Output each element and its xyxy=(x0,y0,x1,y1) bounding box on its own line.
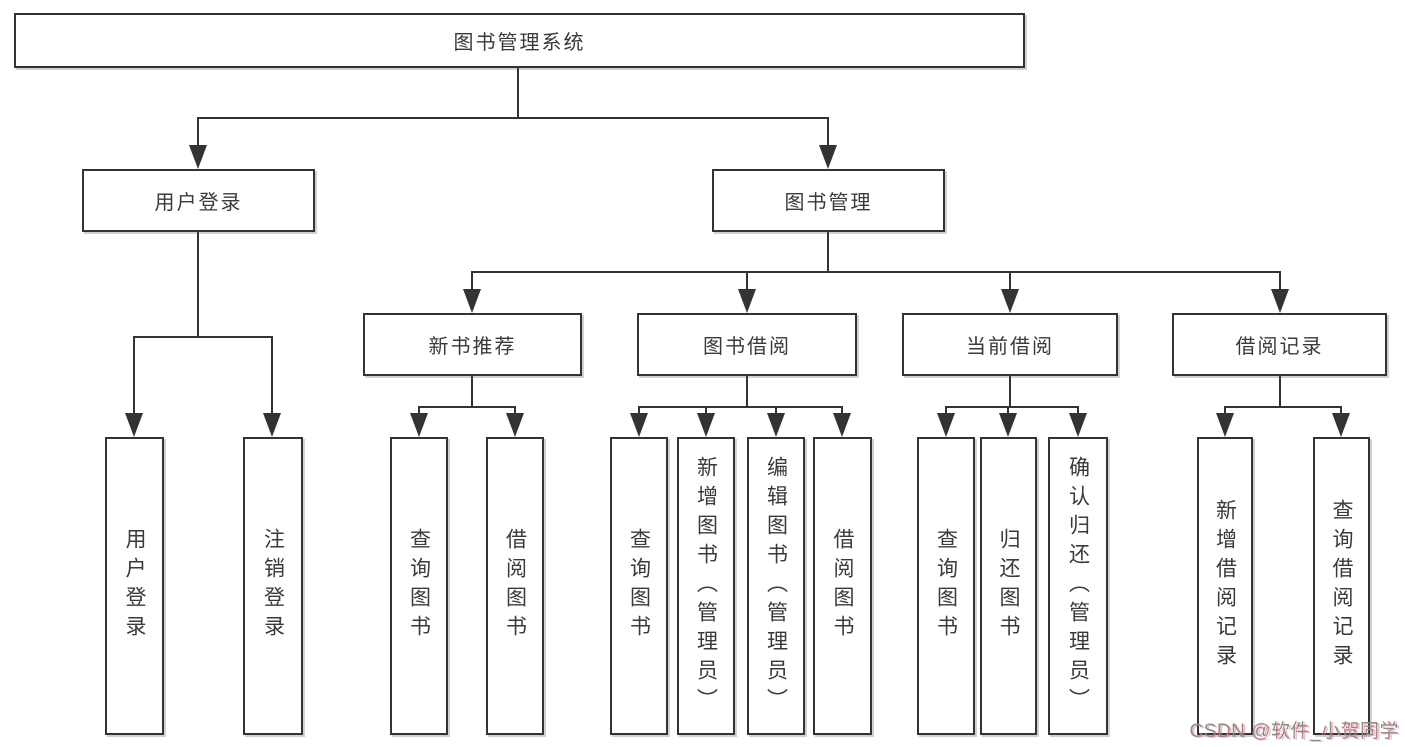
arrowhead-icon xyxy=(506,413,524,437)
leaf-confirm-return-admin: 确认归还（管理员） xyxy=(1048,437,1108,735)
node-label: 新书推荐 xyxy=(428,336,517,358)
node-user-login: 用户登录 xyxy=(82,169,315,232)
node-label: 借阅图书 xyxy=(831,528,854,644)
leaf-logout: 注销登录 xyxy=(243,437,303,735)
node-label: 当前借阅 xyxy=(966,336,1054,358)
arrowhead-icon xyxy=(738,289,756,313)
connector-drop-leaf xyxy=(1340,406,1342,416)
arrowhead-icon xyxy=(937,413,955,437)
connector-modules-bus xyxy=(471,271,1281,273)
connector-current-borrow-bus xyxy=(945,406,1079,408)
node-label: 图书借阅 xyxy=(703,336,791,358)
node-label: 借阅记录 xyxy=(1235,336,1324,358)
node-new-book-recommend: 新书推荐 xyxy=(363,313,582,376)
connector-drop-borrow-records xyxy=(1279,271,1281,291)
connector-drop-leaf xyxy=(841,406,843,416)
connector-user-login-bus xyxy=(133,336,273,338)
arrowhead-icon xyxy=(1332,413,1350,437)
connector-book-borrow-bus xyxy=(638,406,843,408)
node-label: 归还图书 xyxy=(997,528,1020,644)
arrowhead-icon xyxy=(1216,413,1234,437)
connector-drop-leaf xyxy=(1077,406,1079,416)
node-label: 借阅图书 xyxy=(503,528,527,644)
connector-drop-leaf xyxy=(638,406,640,416)
connector-drop-current-borrow xyxy=(1009,271,1011,291)
node-label: 图书管理系统 xyxy=(453,32,586,54)
connector-drop-leaf xyxy=(775,406,777,416)
node-label: 查询图书 xyxy=(407,528,431,644)
node-label: 编辑图书（管理员） xyxy=(764,455,788,717)
connector-drop-leaf-user-login xyxy=(133,336,135,415)
arrowhead-icon xyxy=(697,413,715,437)
node-book-borrow: 图书借阅 xyxy=(637,313,857,376)
leaf-query-books-recommend: 查询图书 xyxy=(390,437,448,735)
arrowhead-icon xyxy=(819,145,837,169)
connector-drop-book-borrow xyxy=(746,271,748,291)
node-label: 新增图书（管理员） xyxy=(694,455,718,717)
connector-root-stem xyxy=(517,68,519,117)
node-label: 查询借阅记录 xyxy=(1330,499,1353,673)
node-label: 查询图书 xyxy=(934,528,958,644)
node-book-management: 图书管理 xyxy=(712,169,945,232)
leaf-query-borrow-record: 查询借阅记录 xyxy=(1313,437,1370,735)
arrowhead-icon xyxy=(1001,289,1019,313)
node-label: 注销登录 xyxy=(261,528,285,644)
leaf-borrow-books-recommend: 借阅图书 xyxy=(486,437,544,735)
leaf-add-borrow-record: 新增借阅记录 xyxy=(1197,437,1253,735)
connector-drop-leaf xyxy=(945,406,947,416)
connector-drop-leaf xyxy=(705,406,707,416)
arrowhead-icon xyxy=(1271,289,1289,313)
connector-drop-leaf xyxy=(514,406,516,416)
connector-drop-user-login xyxy=(197,117,199,147)
leaf-return-book: 归还图书 xyxy=(980,437,1037,735)
arrowhead-icon xyxy=(189,145,207,169)
arrowhead-icon xyxy=(410,413,428,437)
connector-new-book-recommend-stem xyxy=(471,376,473,406)
arrowhead-icon xyxy=(263,413,281,437)
connector-book-management-stem xyxy=(827,232,829,273)
leaf-edit-book-admin: 编辑图书（管理员） xyxy=(747,437,805,735)
connector-drop-leaf xyxy=(1007,406,1009,416)
node-current-borrow: 当前借阅 xyxy=(902,313,1118,376)
node-label: 用户登录 xyxy=(123,528,146,644)
node-label: 用户登录 xyxy=(154,192,243,214)
arrowhead-icon xyxy=(833,413,851,437)
arrowhead-icon xyxy=(999,413,1017,437)
connector-drop-leaf xyxy=(418,406,420,416)
node-label: 图书管理 xyxy=(784,192,873,214)
node-label: 确认归还（管理员） xyxy=(1066,455,1090,717)
connector-drop-leaf xyxy=(1224,406,1226,416)
arrowhead-icon xyxy=(630,413,648,437)
node-root: 图书管理系统 xyxy=(14,13,1025,68)
arrowhead-icon xyxy=(1069,413,1087,437)
leaf-query-books-borrow: 查询图书 xyxy=(610,437,668,735)
connector-new-book-recommend-bus xyxy=(418,406,516,408)
csdn-watermark: CSDN @软件_小贺同学 xyxy=(1189,721,1399,742)
arrowhead-icon xyxy=(125,413,143,437)
connector-level1-bus xyxy=(197,117,829,119)
node-borrow-records: 借阅记录 xyxy=(1172,313,1387,376)
connector-drop-new-book-recommend xyxy=(471,271,473,291)
leaf-borrow-books-borrow: 借阅图书 xyxy=(813,437,872,735)
connector-borrow-records-bus xyxy=(1224,406,1342,408)
arrowhead-icon xyxy=(767,413,785,437)
leaf-user-login: 用户登录 xyxy=(105,437,164,735)
node-label: 查询图书 xyxy=(627,528,651,644)
connector-user-login-stem xyxy=(197,232,199,336)
leaf-query-books-current: 查询图书 xyxy=(917,437,975,735)
arrowhead-icon xyxy=(463,289,481,313)
connector-drop-book-management xyxy=(827,117,829,147)
connector-current-borrow-stem xyxy=(1009,376,1011,406)
node-label: 新增借阅记录 xyxy=(1213,499,1237,673)
connector-drop-leaf-logout xyxy=(271,336,273,415)
connector-borrow-records-stem xyxy=(1279,376,1281,406)
leaf-add-book-admin: 新增图书（管理员） xyxy=(677,437,735,735)
connector-book-borrow-stem xyxy=(746,376,748,406)
